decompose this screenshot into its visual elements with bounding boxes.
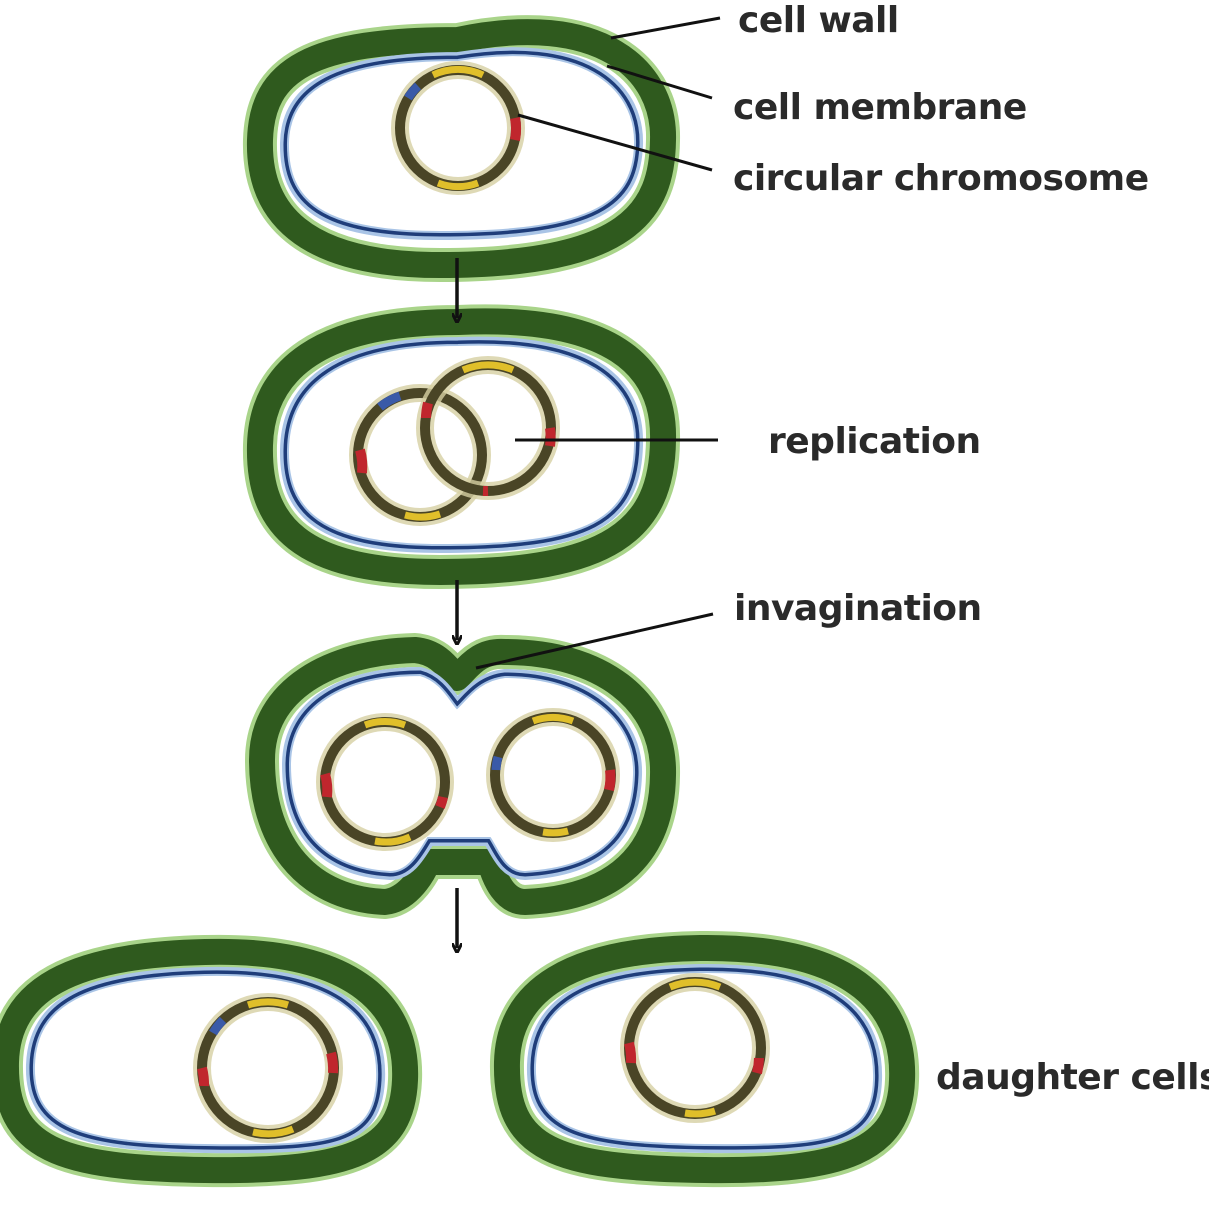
- circular-chromosome: [620, 973, 770, 1123]
- chromosome-right: [486, 708, 620, 842]
- daughter-cell-right: [507, 948, 902, 1170]
- chromosome-left: [316, 713, 454, 851]
- label-cell-wall: cell wall: [738, 0, 899, 41]
- leader-invagination: [475, 612, 714, 670]
- leader-cell-membrane: [606, 64, 713, 100]
- label-circular-chromosome: circular chromosome: [733, 158, 1149, 199]
- cytoplasm: [286, 54, 637, 233]
- label-invagination: invagination: [734, 588, 982, 629]
- cell-stage-2: [260, 321, 663, 572]
- replicating-chromosome-a: [349, 384, 491, 526]
- cell-stage-1: [260, 32, 663, 265]
- leader-circular-chromosome: [517, 113, 713, 172]
- leader-cell-wall: [610, 16, 721, 40]
- circular-chromosome: [193, 993, 343, 1143]
- label-cell-membrane: cell membrane: [733, 87, 1027, 128]
- leader-lines: [475, 16, 721, 670]
- label-replication: replication: [768, 421, 981, 462]
- label-daughter-cells: daughter cells: [936, 1057, 1209, 1098]
- replicating-chromosome-b: [416, 356, 560, 500]
- circular-chromosome: [391, 61, 525, 195]
- daughter-cell-left: [6, 952, 405, 1170]
- cell-stage-3: [262, 650, 663, 902]
